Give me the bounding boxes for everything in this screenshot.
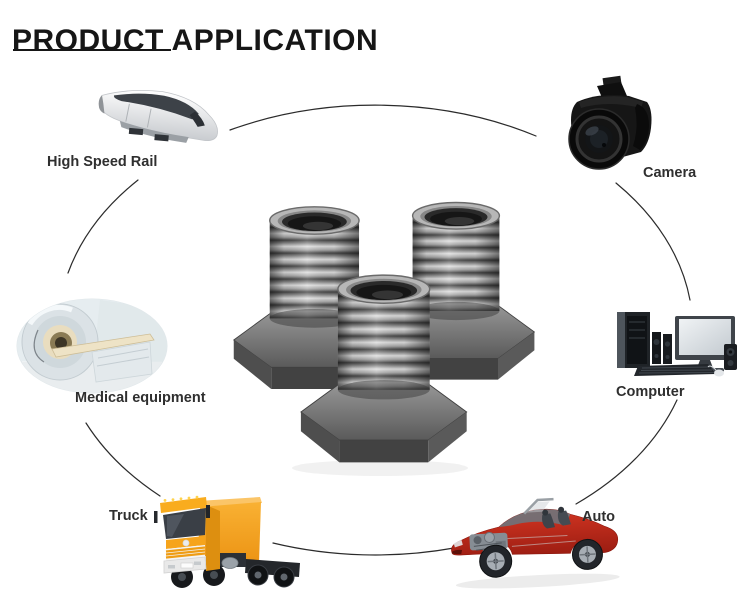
- cargo-truck-image: [154, 495, 300, 588]
- arc-bottom: [272, 542, 455, 556]
- convertible-car-image: [451, 497, 620, 589]
- label-truck: Truck: [109, 508, 148, 524]
- label-high-speed-rail: High Speed Rail: [47, 154, 158, 170]
- threaded-hex-plugs-image: [233, 201, 536, 476]
- dslr-camera-image: [568, 75, 652, 170]
- label-auto: Auto: [582, 509, 616, 525]
- arc-left-upper: [67, 179, 139, 274]
- connector-arcs: [67, 104, 691, 556]
- bullet-train-image: [98, 89, 218, 143]
- arc-right-upper: [615, 182, 691, 301]
- arc-right-lower: [575, 399, 678, 505]
- page-title: PRODUCT APPLICATION: [12, 24, 379, 58]
- label-computer: Computer: [616, 384, 685, 400]
- title-underline: [13, 49, 171, 51]
- arc-top: [229, 104, 537, 137]
- label-medical-equipment: Medical equipment: [75, 390, 206, 406]
- desktop-computer-image: [617, 312, 737, 377]
- label-camera: Camera: [643, 165, 697, 181]
- arc-left-lower: [85, 422, 161, 497]
- mri-scanner-image: [16, 298, 168, 394]
